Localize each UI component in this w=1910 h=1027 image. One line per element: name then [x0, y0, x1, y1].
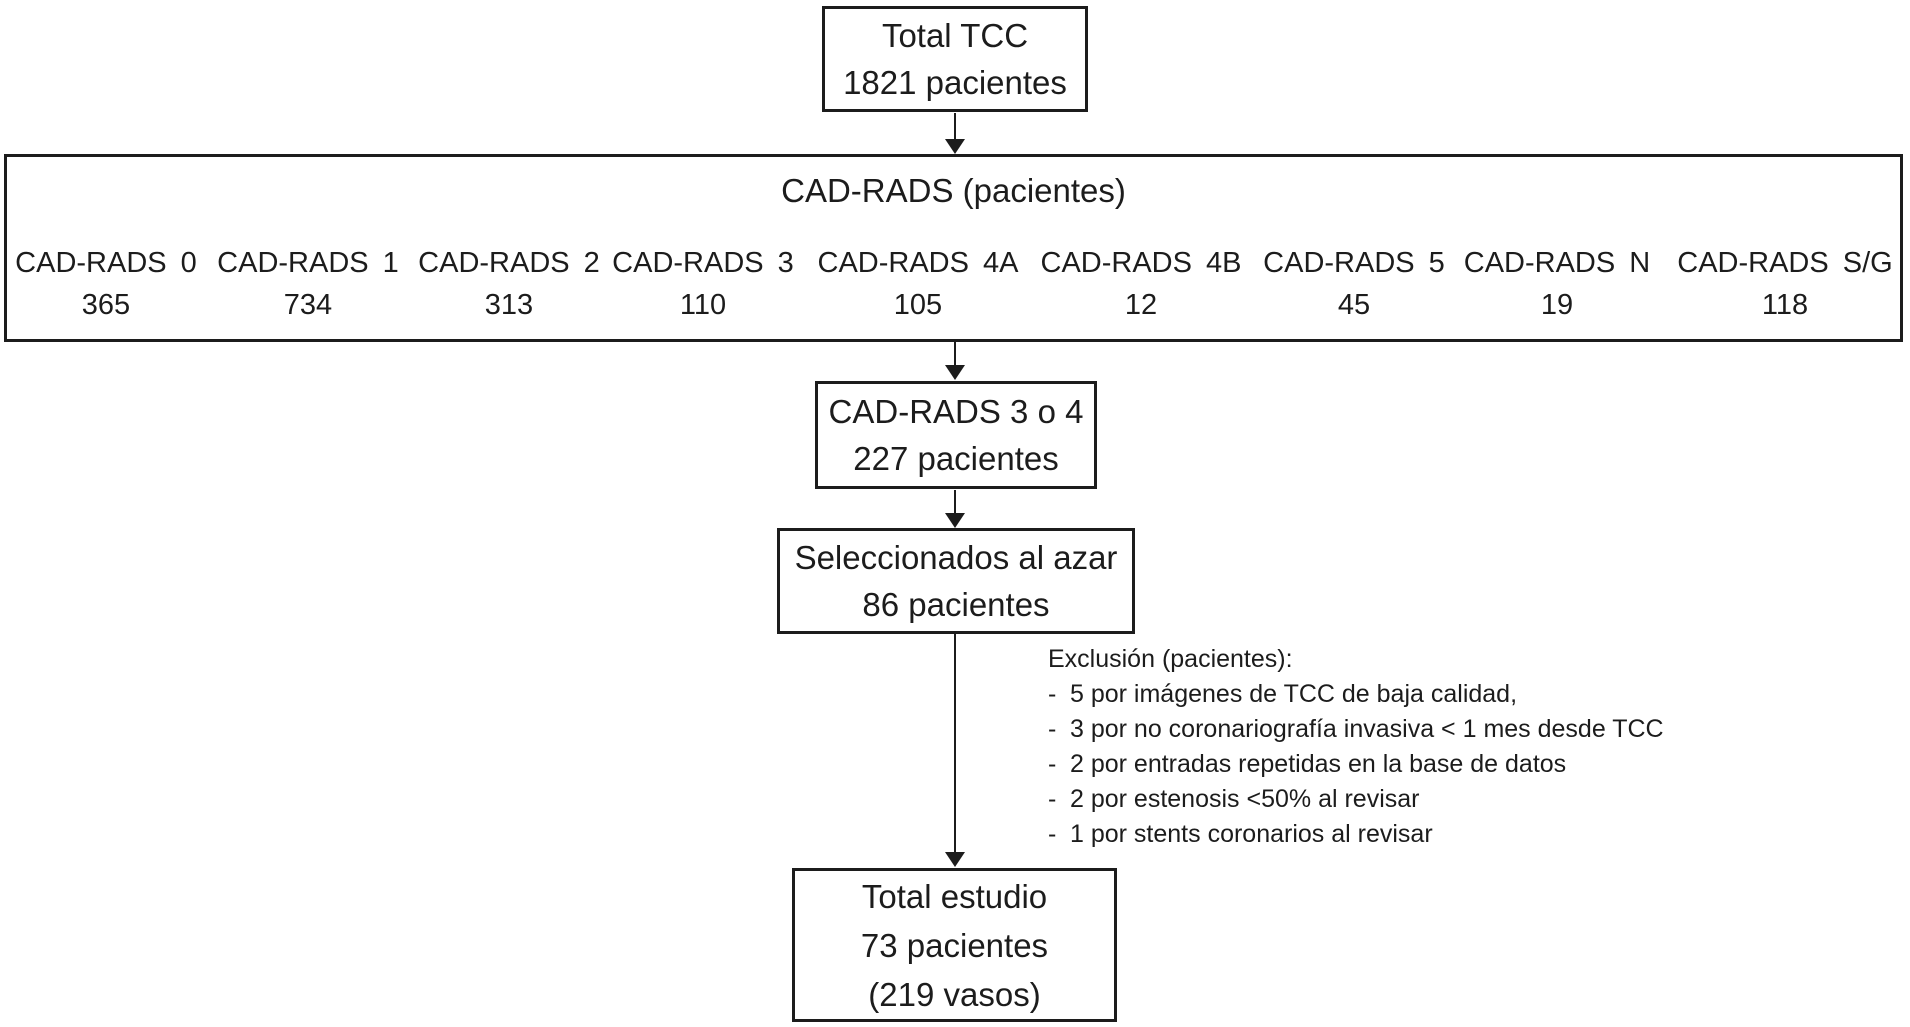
cadrads-category-count: 118	[1761, 289, 1809, 321]
exclusion-item-text: 3 por no coronariografía invasiva < 1 me…	[1070, 715, 1664, 743]
cadrads-box-title: CAD-RADS (pacientes)	[781, 172, 1126, 209]
cadrads-column-5: CAD-RADS 4B 12	[1041, 245, 1242, 325]
cadrads-category-count: 365	[81, 289, 131, 321]
random-selection-count: 86 pacientes	[862, 586, 1050, 623]
final-study-box: Total estudio 73 pacientes (219 vasos)	[792, 868, 1117, 1022]
exclusion-note: Exclusión (pacientes): - 5 por imágenes …	[1048, 642, 1664, 852]
cadrads-category-count: 313	[484, 289, 534, 321]
cadrads-category-label: CAD-RADS 5	[1263, 247, 1445, 279]
bullet-dash: -	[1048, 715, 1057, 743]
bullet-dash: -	[1048, 680, 1057, 708]
cadrads-category-label: CAD-RADS 1	[217, 247, 399, 279]
cadrads-category-label: CAD-RADS 4A	[817, 247, 1019, 279]
cadrads-column-0: CAD-RADS 0 365	[15, 245, 197, 325]
arrow-shaft	[954, 490, 956, 515]
cadrads-3-4-count: 227 pacientes	[853, 440, 1059, 477]
exclusion-title: Exclusión (pacientes):	[1048, 645, 1293, 673]
arrow-shaft	[954, 634, 956, 854]
arrow-down-icon	[945, 490, 965, 528]
exclusion-item-text: 5 por imágenes de TCC de baja calidad,	[1070, 680, 1518, 708]
cadrads-category-count: 19	[1540, 289, 1574, 321]
exclusion-item: - 1 por stents coronarios al revisar	[1048, 817, 1664, 852]
cadrads-category-count: 45	[1337, 289, 1371, 321]
final-study-patients: 73 pacientes	[860, 926, 1049, 964]
cadrads-category-count: 734	[283, 289, 333, 321]
arrowhead-icon	[945, 852, 965, 867]
final-study-vessels: (219 vasos)	[868, 975, 1041, 1013]
cadrads-column-1: CAD-RADS 1 734	[217, 245, 399, 325]
final-study-title: Total estudio	[861, 877, 1048, 915]
total-tcc-title: Total TCC	[881, 17, 1029, 54]
cadrads-category-label: CAD-RADS S/G	[1677, 247, 1893, 279]
arrow-down-icon	[945, 634, 965, 867]
exclusion-item-text: 2 por entradas repetidas en la base de d…	[1070, 750, 1567, 778]
arrow-shaft	[954, 113, 956, 141]
cadrads-category-label: CAD-RADS 3	[612, 247, 794, 279]
arrow-down-icon	[945, 113, 965, 154]
exclusion-item-text: 1 por stents coronarios al revisar	[1070, 820, 1433, 848]
total-tcc-count: 1821 pacientes	[843, 64, 1067, 101]
arrowhead-icon	[945, 513, 965, 528]
exclusion-item: - 3 por no coronariografía invasiva < 1 …	[1048, 712, 1664, 747]
cadrads-category-count: 110	[679, 289, 727, 321]
cadrads-category-label: CAD-RADS 0	[15, 247, 197, 279]
exclusion-item: - 2 por entradas repetidas en la base de…	[1048, 747, 1664, 782]
arrowhead-icon	[945, 365, 965, 380]
exclusion-item-text: 2 por estenosis <50% al revisar	[1070, 785, 1420, 813]
cadrads-category-count: 12	[1124, 289, 1158, 321]
cadrads-3-4-title: CAD-RADS 3 o 4	[828, 393, 1084, 430]
bullet-dash: -	[1048, 820, 1057, 848]
arrow-shaft	[954, 342, 956, 367]
bullet-dash: -	[1048, 750, 1057, 778]
cadrads-distribution-box: CAD-RADS (pacientes) CAD-RADS 0 365 CAD-…	[4, 154, 1903, 342]
random-selection-title: Seleccionados al azar	[794, 539, 1118, 576]
cadrads-3-4-box: CAD-RADS 3 o 4 227 pacientes	[815, 381, 1097, 489]
cadrads-category-label: CAD-RADS 4B	[1040, 247, 1242, 279]
cadrads-category-count: 105	[893, 289, 943, 321]
cadrads-column-6: CAD-RADS 5 45	[1263, 245, 1445, 325]
arrowhead-icon	[945, 139, 965, 154]
arrow-down-icon	[945, 342, 965, 380]
cadrads-column-7: CAD-RADS N 19	[1464, 245, 1650, 325]
cadrads-column-8: CAD-RADS S/G 118	[1677, 245, 1892, 325]
cadrads-category-label: CAD-RADS 2	[418, 247, 600, 279]
exclusion-item: - 5 por imágenes de TCC de baja calidad,	[1048, 677, 1664, 712]
random-selection-box: Seleccionados al azar 86 pacientes	[777, 528, 1135, 634]
exclusion-item: - 2 por estenosis <50% al revisar	[1048, 782, 1664, 817]
cadrads-column-4: CAD-RADS 4A 105	[818, 245, 1019, 325]
cadrads-category-label: CAD-RADS N	[1463, 247, 1651, 279]
total-tcc-box: Total TCC 1821 pacientes	[822, 6, 1088, 112]
cadrads-column-2: CAD-RADS 2 313	[418, 245, 600, 325]
cadrads-column-3: CAD-RADS 3 110	[612, 245, 794, 325]
bullet-dash: -	[1048, 785, 1057, 813]
